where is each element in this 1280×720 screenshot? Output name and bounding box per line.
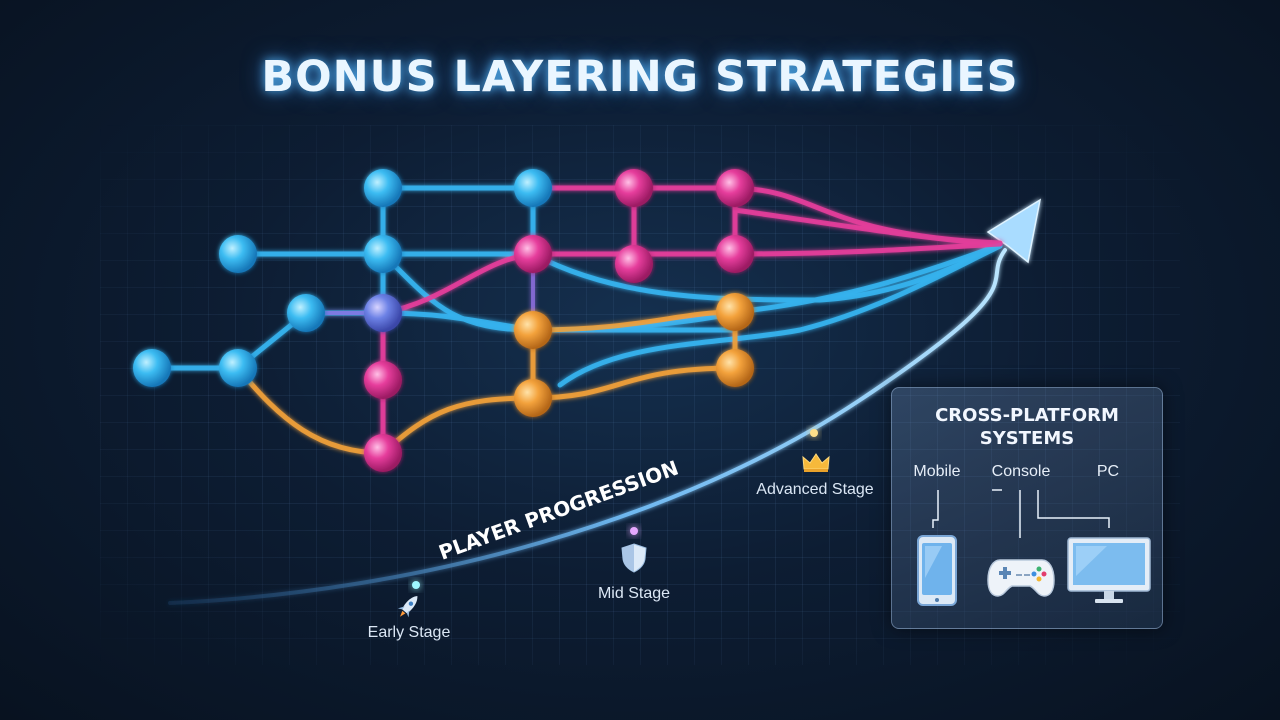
monitor-icon xyxy=(1067,537,1151,603)
node xyxy=(716,235,754,273)
progression-markers xyxy=(412,429,818,589)
node xyxy=(133,349,171,387)
cross-platform-panel: CROSS-PLATFORM SYSTEMS Mobile Console PC xyxy=(891,387,1163,629)
node xyxy=(364,169,402,207)
platform-label-console: Console xyxy=(991,463,1051,480)
page-title: BONUS LAYERING STRATEGIES xyxy=(261,52,1019,102)
node xyxy=(716,293,754,331)
node xyxy=(716,349,754,387)
node xyxy=(364,361,402,399)
node xyxy=(219,349,257,387)
node xyxy=(615,245,653,283)
mid-stage-dot xyxy=(630,527,638,535)
node xyxy=(364,235,402,273)
node xyxy=(287,294,325,332)
node xyxy=(514,169,552,207)
node xyxy=(514,235,552,273)
rocket-icon xyxy=(397,596,418,618)
node xyxy=(716,169,754,207)
advanced-stage-label: Advanced Stage xyxy=(756,481,874,498)
shield-icon xyxy=(621,543,647,573)
platform-label-pc: PC xyxy=(1096,463,1120,480)
node xyxy=(364,294,402,332)
panel-title-line-1: CROSS-PLATFORM xyxy=(935,405,1119,426)
panel-title: CROSS-PLATFORM SYSTEMS xyxy=(892,404,1162,450)
node xyxy=(364,434,402,472)
platform-connectors xyxy=(917,489,1151,606)
progression-arrow xyxy=(168,198,1042,605)
gamepad-icon xyxy=(987,559,1055,597)
node xyxy=(514,311,552,349)
advanced-stage-dot xyxy=(810,429,818,437)
platform-label-mobile: Mobile xyxy=(913,463,961,480)
node xyxy=(219,235,257,273)
panel-title-line-2: SYSTEMS xyxy=(979,428,1075,449)
nodes xyxy=(133,169,754,472)
mobile-phone-icon xyxy=(917,535,957,606)
early-stage-dot xyxy=(412,581,420,589)
node xyxy=(514,379,552,417)
crown-icon xyxy=(802,453,830,472)
connection-lines xyxy=(149,185,1003,456)
node xyxy=(615,169,653,207)
mid-stage-label: Mid Stage xyxy=(597,585,671,602)
early-stage-label: Early Stage xyxy=(367,624,451,641)
